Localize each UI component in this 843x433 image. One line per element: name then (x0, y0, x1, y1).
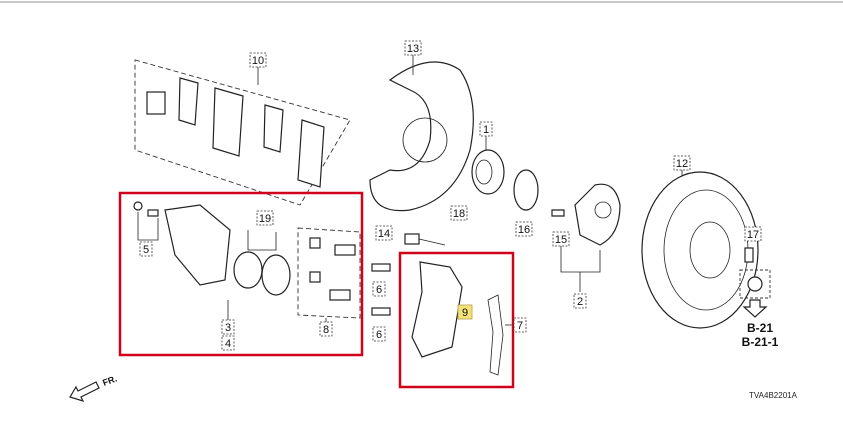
callout-7[interactable]: 7 (513, 317, 527, 333)
callout-6-lower[interactable]: 6 (372, 326, 386, 342)
highlight-box-bracket (398, 251, 515, 389)
svg-text:16: 16 (518, 224, 530, 236)
svg-text:14: 14 (378, 228, 390, 240)
diagram-code: TVA4B2201A (749, 391, 798, 400)
svg-text:17: 17 (747, 229, 759, 241)
highlight-box-caliper (118, 191, 364, 357)
svg-text:15: 15 (555, 234, 567, 246)
svg-text:2: 2 (577, 296, 583, 308)
snap-ring (513, 169, 539, 211)
svg-text:12: 12 (676, 158, 688, 170)
svg-text:10: 10 (252, 55, 264, 67)
svg-text:6: 6 (376, 284, 382, 296)
svg-text:1: 1 (483, 124, 489, 136)
callout-9-selected[interactable]: 9 (457, 304, 473, 320)
callout-15[interactable]: 15 (552, 231, 570, 247)
wheel-hub (551, 183, 621, 292)
svg-text:4: 4 (225, 338, 231, 350)
callout-19[interactable]: 19 (256, 210, 274, 226)
hub-bearing (471, 136, 505, 195)
svg-text:6: 6 (376, 329, 382, 341)
wheel-bolt-group (739, 247, 771, 318)
front-label: FR. (101, 374, 118, 388)
front-direction-indicator: FR. (69, 374, 118, 402)
svg-text:13: 13 (407, 43, 419, 55)
callout-10[interactable]: 10 (249, 52, 267, 68)
callout-14[interactable]: 14 (375, 225, 393, 241)
svg-text:3: 3 (225, 322, 231, 334)
callout-12[interactable]: 12 (673, 155, 691, 171)
caliper-bracket-group (411, 261, 513, 376)
callout-8[interactable]: 8 (319, 321, 333, 337)
svg-text:19: 19 (259, 213, 271, 225)
reference-b21[interactable]: B-21 (747, 321, 773, 335)
callout-13[interactable]: 13 (404, 40, 422, 56)
svg-text:9: 9 (462, 307, 468, 319)
svg-text:8: 8 (323, 324, 329, 336)
callout-6-upper[interactable]: 6 (372, 281, 386, 297)
reference-b21-1[interactable]: B-21-1 (742, 335, 779, 349)
brake-disc (641, 170, 759, 329)
splash-shield (369, 55, 474, 212)
callout-16[interactable]: 16 (515, 221, 533, 237)
callout-3[interactable]: 3 (221, 319, 235, 335)
svg-text:5: 5 (143, 244, 149, 256)
caliper-group (133, 201, 446, 322)
callout-4[interactable]: 4 (221, 335, 235, 351)
callout-1[interactable]: 1 (479, 121, 493, 137)
reference-arrow-icon (742, 299, 768, 318)
callout-18[interactable]: 18 (450, 205, 468, 221)
front-arrow-icon (69, 381, 100, 402)
top-divider (0, 1, 843, 3)
callout-5[interactable]: 5 (139, 241, 153, 257)
svg-text:7: 7 (517, 320, 523, 332)
brake-pad-set (134, 59, 351, 206)
callout-2[interactable]: 2 (573, 293, 587, 309)
svg-text:18: 18 (453, 208, 465, 220)
callout-17[interactable]: 17 (744, 226, 762, 242)
